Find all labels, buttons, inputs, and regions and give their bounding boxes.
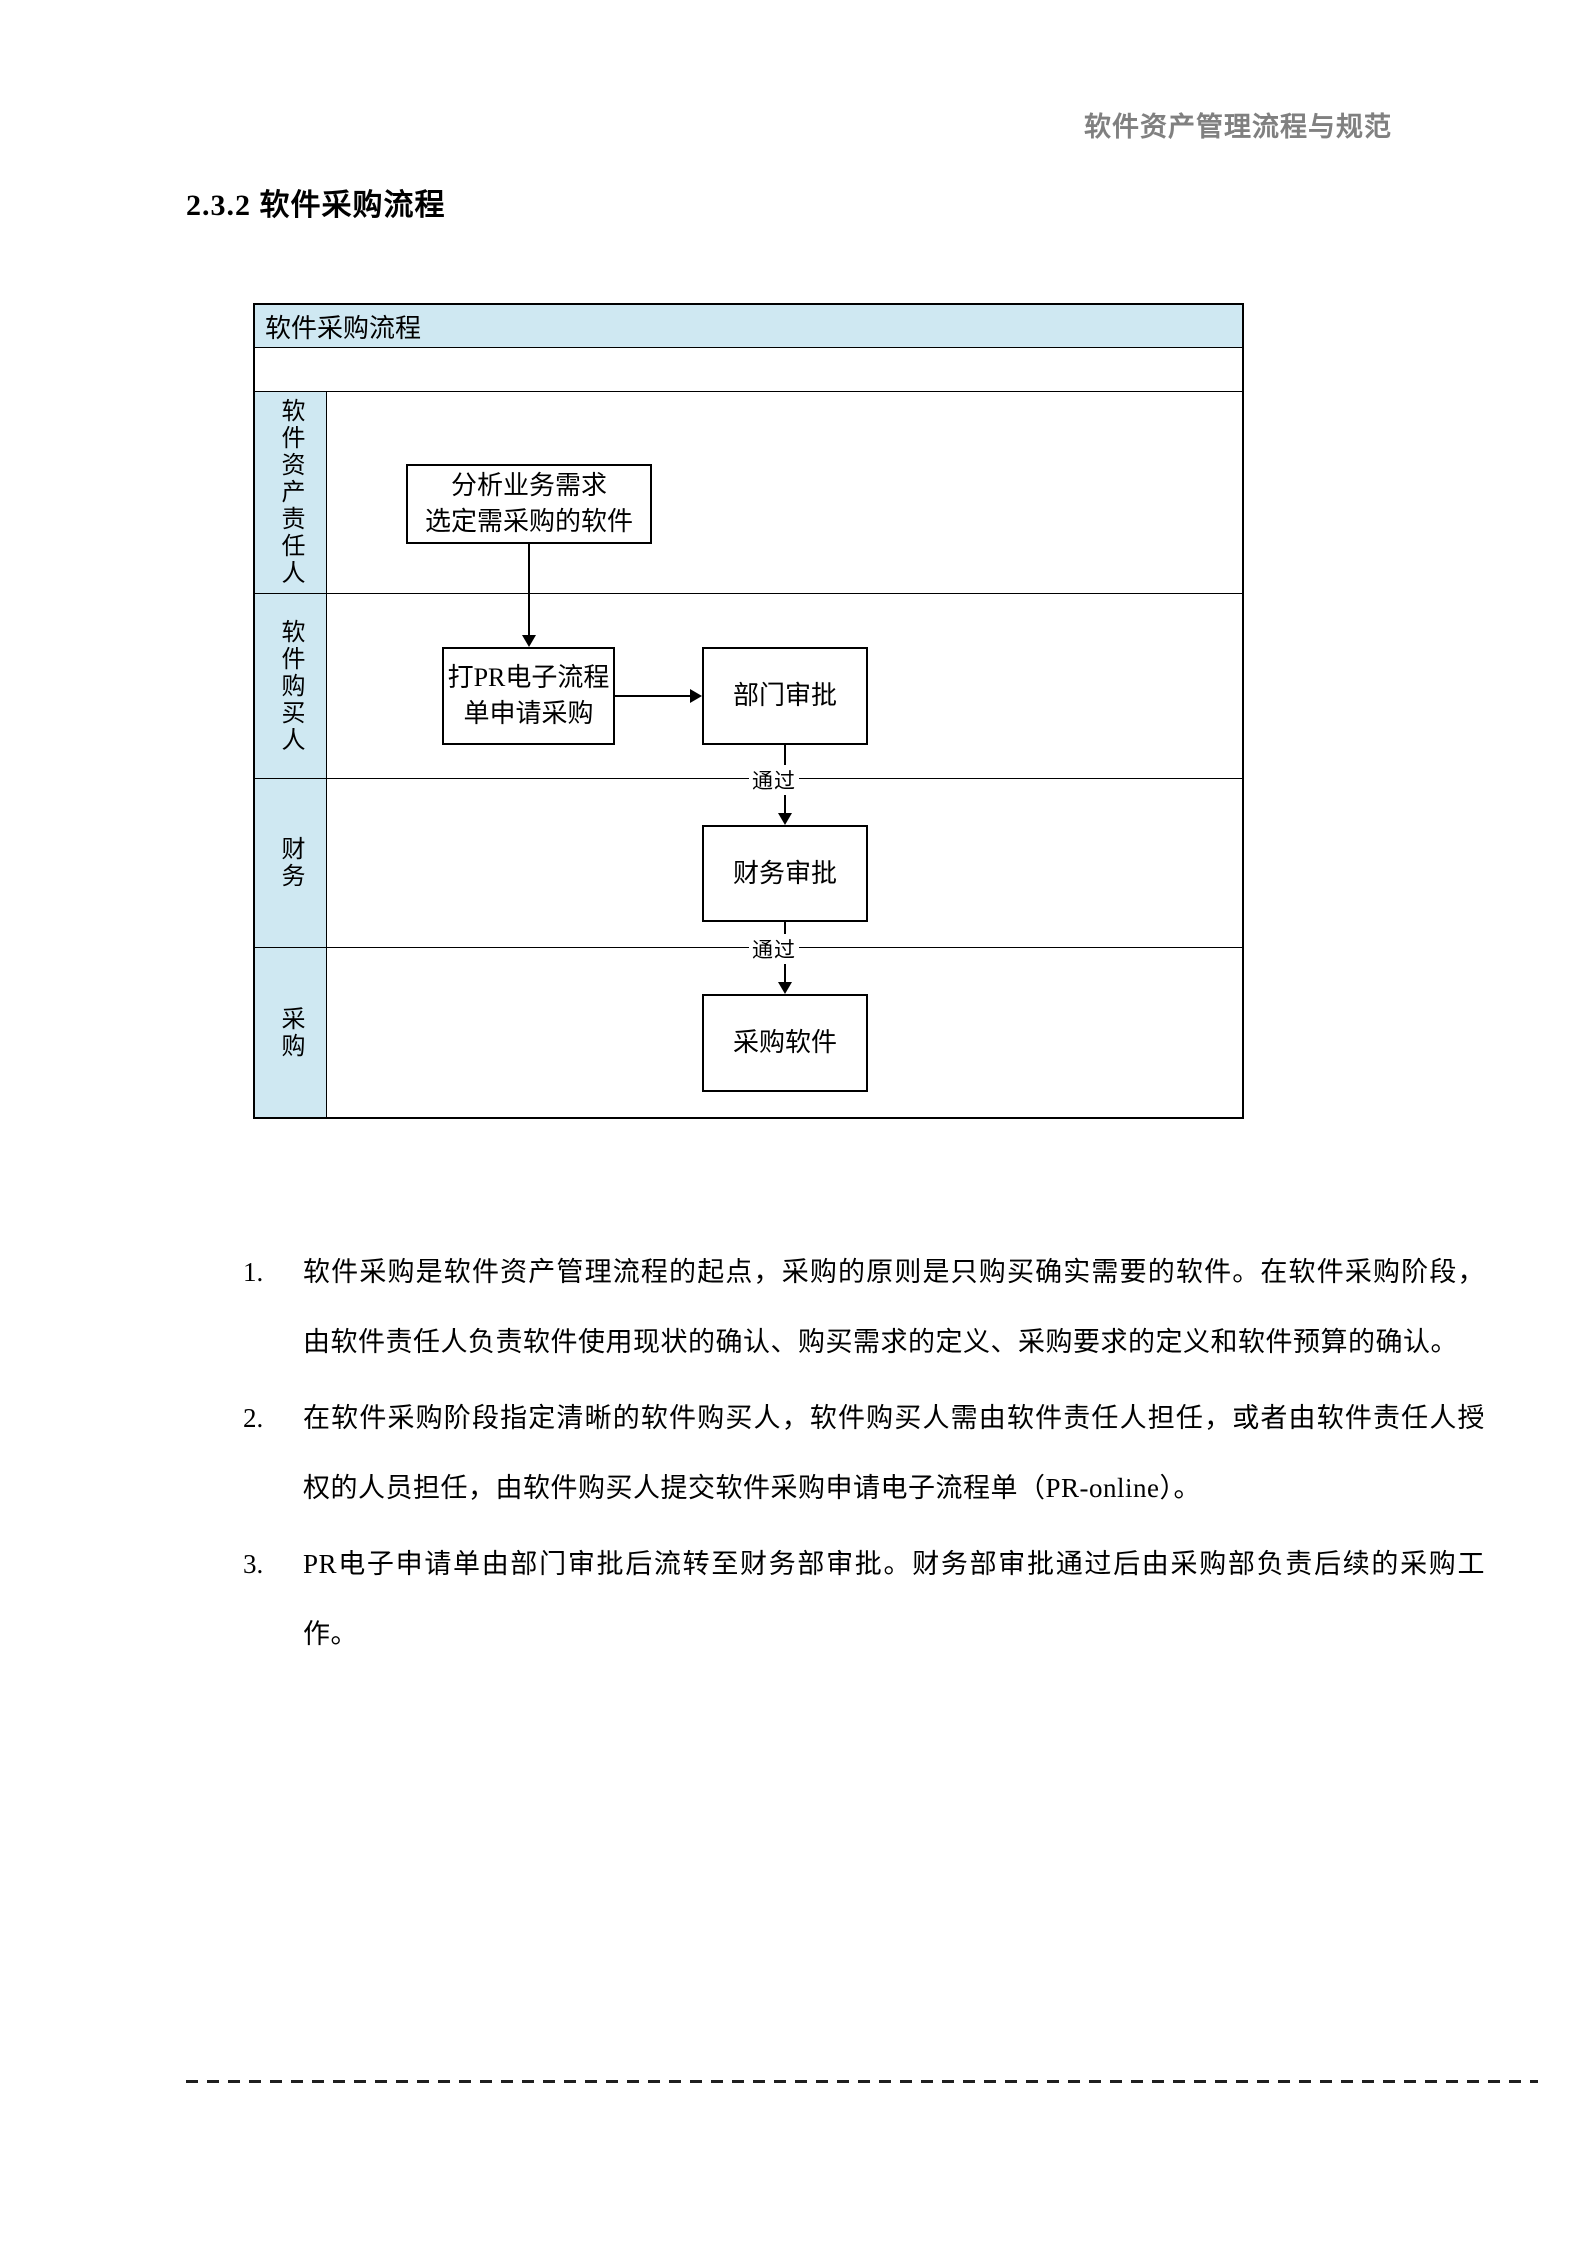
arrowhead-dept-to-finance xyxy=(778,813,792,825)
arrow-analyze-to-pr xyxy=(528,544,530,636)
flowchart-empty-row xyxy=(255,348,1242,392)
edge-label-pass-1: 通过 xyxy=(749,765,799,795)
lane-label-procurement: 采购 xyxy=(255,948,327,1117)
list-item-number: 2. xyxy=(243,1403,264,1433)
lane-software-buyer: 软件购买人 xyxy=(255,594,1242,779)
arrowhead-finance-to-purchase xyxy=(778,982,792,994)
flowchart-title: 软件采购流程 xyxy=(255,305,1242,348)
arrowhead-pr-to-dept xyxy=(690,689,702,703)
list-item-text: 软件采购是软件资产管理流程的起点，采购的原则是只购买确实需要的软件。在软件采购阶… xyxy=(303,1257,1485,1357)
node-finance-approval: 财务审批 xyxy=(702,825,868,922)
arrow-pr-to-dept xyxy=(615,695,691,697)
lane-finance: 财务 xyxy=(255,779,1242,948)
list-item-1: 1. 软件采购是软件资产管理流程的起点，采购的原则是只购买确实需要的软件。在软件… xyxy=(243,1237,1485,1377)
lane-label-finance: 财务 xyxy=(255,779,327,947)
flowchart-swimlane: 软件采购流程 软件资产责任人 软件购买人 财务 采购 分析业务需求 选定需采购的… xyxy=(253,303,1244,1119)
edge-label-pass-2: 通过 xyxy=(749,934,799,964)
section-heading: 2.3.2 软件采购流程 xyxy=(186,189,446,222)
lane-label-software-buyer: 软件购买人 xyxy=(255,594,327,778)
dashed-divider xyxy=(186,2080,1538,2083)
list-item-2: 2. 在软件采购阶段指定清晰的软件购买人，软件购买人需由软件责任人担任，或者由软… xyxy=(243,1383,1485,1523)
lane-procurement: 采购 xyxy=(255,948,1242,1117)
list-item-text: PR电子申请单由部门审批后流转至财务部审批。财务部审批通过后由采购部负责后续的采… xyxy=(303,1549,1485,1649)
node-purchase-software: 采购软件 xyxy=(702,994,868,1092)
lane-software-asset-owner: 软件资产责任人 xyxy=(255,392,1242,594)
list-item-number: 1. xyxy=(243,1257,264,1287)
node-analyze-requirements: 分析业务需求 选定需采购的软件 xyxy=(406,464,652,544)
list-item-text: 在软件采购阶段指定清晰的软件购买人，软件购买人需由软件责任人担任，或者由软件责任… xyxy=(303,1403,1485,1503)
node-pr-request: 打PR电子流程 单申请采购 xyxy=(442,647,615,745)
node-department-approval: 部门审批 xyxy=(702,647,868,745)
list-item-3: 3. PR电子申请单由部门审批后流转至财务部审批。财务部审批通过后由采购部负责后… xyxy=(243,1529,1485,1669)
page-header-title: 软件资产管理流程与规范 xyxy=(1084,112,1392,142)
list-item-number: 3. xyxy=(243,1549,264,1579)
lane-label-software-asset-owner: 软件资产责任人 xyxy=(255,392,327,593)
arrowhead-analyze-to-pr xyxy=(522,635,536,647)
notes-list: 1. 软件采购是软件资产管理流程的起点，采购的原则是只购买确实需要的软件。在软件… xyxy=(243,1237,1485,1675)
